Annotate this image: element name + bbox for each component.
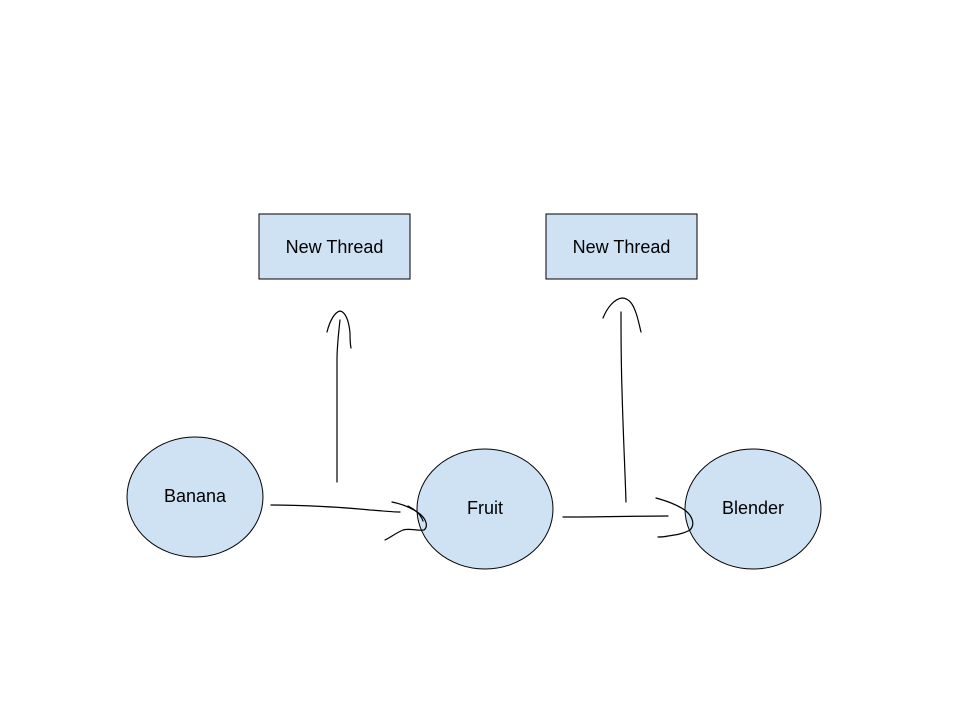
edge-banana-to-fruit — [270, 501, 427, 541]
edge-to-thread-right-line — [620, 311, 627, 503]
edge-to-thread-left-line — [336, 319, 341, 483]
fruit-node[interactable]: Fruit — [416, 448, 554, 570]
edge-to-thread-right — [602, 297, 642, 503]
edge-banana-to-fruit-line — [270, 504, 401, 513]
edge-to-thread-left — [326, 310, 352, 483]
edge-to-thread-right-arrowhead — [602, 297, 642, 333]
thread-node-left-label: New Thread — [286, 237, 384, 257]
edge-banana-to-fruit-arrowhead-inner — [407, 505, 424, 522]
fruit-node-label: Fruit — [467, 498, 503, 518]
edge-fruit-to-blender-line — [562, 515, 669, 518]
thread-node-right-box — [545, 213, 698, 280]
banana-node-label: Banana — [164, 486, 227, 506]
fruit-node-ellipse — [416, 448, 554, 570]
thread-node-right[interactable]: New Thread — [545, 213, 698, 280]
edge-to-thread-left-arrowhead — [326, 310, 352, 349]
edge-fruit-to-blender — [562, 497, 694, 538]
blender-node-label: Blender — [722, 498, 784, 518]
blender-node[interactable]: Blender — [684, 448, 822, 570]
thread-node-left-box — [258, 213, 411, 280]
banana-node[interactable]: Banana — [126, 436, 264, 558]
blender-node-ellipse — [684, 448, 822, 570]
thread-node-left[interactable]: New Thread — [258, 213, 411, 280]
thread-node-right-label: New Thread — [573, 237, 671, 257]
banana-node-ellipse — [126, 436, 264, 558]
edge-fruit-to-blender-arrowhead — [655, 497, 694, 538]
